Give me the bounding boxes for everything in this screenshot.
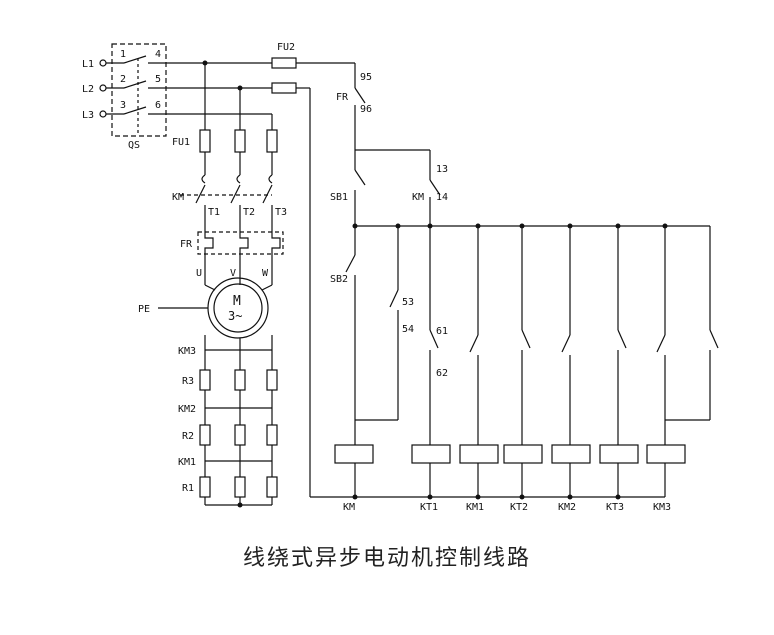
terminal-4: 4 (155, 49, 161, 60)
label-sb1: SB1 (330, 192, 348, 203)
label-km-main: KM (172, 192, 184, 203)
coil-label-km: KM (343, 502, 355, 513)
coil-label-kt2: KT2 (510, 502, 528, 513)
terminal-5: 5 (155, 74, 161, 85)
diagram-title: 线绕式异步电动机控制线路 (242, 546, 531, 571)
label-l2: L2 (82, 84, 94, 95)
label-km2-rotor: KM2 (178, 404, 196, 415)
label-r2: R2 (182, 431, 194, 442)
motor-m: M (233, 294, 241, 309)
terminal-2: 2 (120, 74, 126, 85)
label-pe: PE (138, 304, 150, 315)
label-96: 96 (360, 104, 372, 115)
label-t1: T1 (208, 207, 220, 218)
label-l1: L1 (82, 59, 94, 70)
terminal-1: 1 (120, 49, 126, 60)
label-fr-main: FR (180, 239, 193, 250)
coil-label-km1: KM1 (466, 502, 484, 513)
terminal-6: 6 (155, 100, 161, 111)
label-13: 13 (436, 164, 448, 175)
motor-phase: 3~ (228, 309, 242, 323)
terminal-3: 3 (120, 100, 126, 111)
label-r3: R3 (182, 376, 194, 387)
label-fr-ctrl: FR (336, 92, 349, 103)
label-qs: QS (128, 140, 140, 151)
label-sb2: SB2 (330, 274, 348, 285)
label-km1-rotor: KM1 (178, 457, 196, 468)
label-53: 53 (402, 297, 414, 308)
label-v: V (230, 268, 236, 279)
coil-label-km3: KM3 (653, 502, 671, 513)
label-t2: T2 (243, 207, 255, 218)
coil-label-kt1: KT1 (420, 502, 438, 513)
label-95: 95 (360, 72, 372, 83)
label-t3: T3 (275, 207, 287, 218)
label-62: 62 (436, 368, 448, 379)
label-km-aux: KM (412, 192, 424, 203)
label-54: 54 (402, 324, 414, 335)
label-fu1: FU1 (172, 137, 190, 148)
label-u: U (196, 268, 202, 279)
label-r1: R1 (182, 483, 194, 494)
label-l3: L3 (82, 110, 94, 121)
coil-label-kt3: KT3 (606, 502, 624, 513)
coil-label-km2: KM2 (558, 502, 576, 513)
label-km3-rotor: KM3 (178, 346, 196, 357)
label-w: W (262, 268, 269, 279)
label-14: 14 (436, 192, 448, 203)
label-fu2: FU2 (277, 42, 295, 53)
label-61: 61 (436, 326, 448, 337)
